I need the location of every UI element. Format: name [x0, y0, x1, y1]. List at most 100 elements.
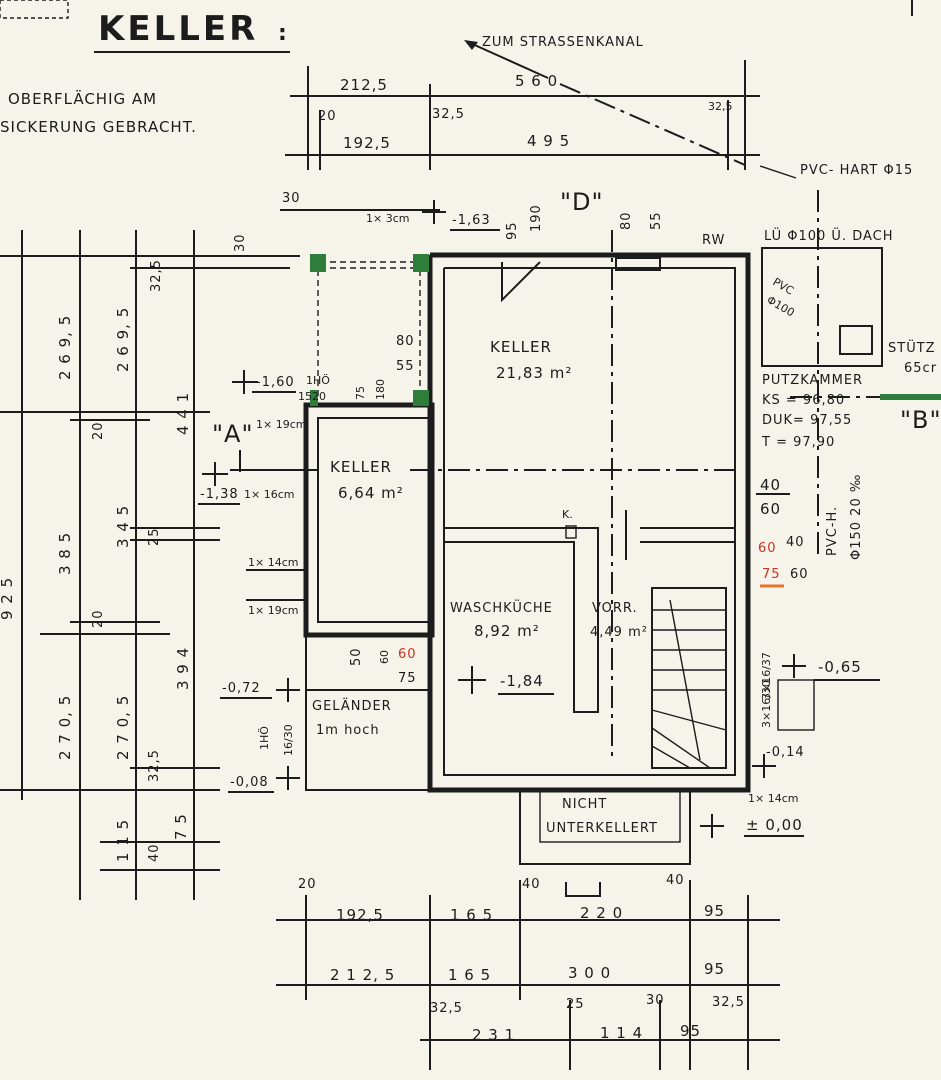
stair-treads — [651, 599, 727, 769]
dim-55a: 55 — [649, 211, 664, 230]
dim-60e: 60 — [398, 647, 417, 662]
opening-hoe1v: 1520 — [298, 390, 326, 403]
level-160: -1,60 — [256, 375, 295, 390]
wall-small-keller-inner — [317, 417, 431, 623]
dim-20: 20 — [318, 109, 337, 124]
dim-b-114: 1 1 4 — [600, 1024, 643, 1042]
room-keller-small: KELLER — [330, 458, 392, 476]
dim-2705b: 2 7 0, 5 — [114, 695, 132, 760]
dim-325b: 32,5 — [708, 100, 733, 113]
t-label: T = 97,90 — [761, 435, 835, 450]
mark-k: K. — [562, 508, 573, 521]
duk-label: DUK= 97,55 — [762, 413, 852, 428]
dim-75-left: 7 5 — [172, 813, 190, 840]
stuetz-val: 65cr — [904, 361, 937, 376]
nicht-label: NICHT — [562, 797, 607, 812]
level-marker — [202, 200, 806, 838]
dim-190: 190 — [529, 204, 544, 232]
dim-345: 3 4 5 — [114, 505, 132, 548]
green-marker — [413, 254, 429, 272]
opening-1x3: 1× 3cm — [366, 212, 409, 225]
dim-b-2125: 2 1 2, 5 — [330, 966, 395, 984]
dim-40b: 40 — [786, 535, 805, 550]
stair-v2: 3×16/30 — [760, 680, 773, 728]
stair-outside — [777, 679, 815, 731]
unterkellert-label: UNTERKELLERT — [546, 821, 658, 836]
dim-325-left: 32,5 — [149, 259, 164, 292]
dim-b-231: 2 3 1 — [472, 1026, 515, 1044]
dim-30-left: 30 — [233, 233, 248, 252]
level-065: -0,65 — [818, 658, 862, 676]
wall-divider-2 — [640, 527, 736, 543]
dim-30: 30 — [282, 191, 301, 206]
wall-outer — [427, 252, 751, 793]
level-072: -0,72 — [222, 681, 261, 696]
level-184: -1,84 — [500, 672, 544, 690]
flue — [615, 257, 661, 271]
dim-40a: 40 — [760, 476, 781, 494]
dim-560: 5 6 0 — [515, 72, 558, 90]
dim-2125: 212,5 — [340, 76, 388, 94]
dim-b-95c: 95 — [680, 1022, 701, 1040]
dim-325a: 32,5 — [432, 107, 465, 122]
dim-2695a: 2 6 9, 5 — [56, 315, 74, 380]
room-vorr-area: 4,49 m² — [590, 625, 648, 640]
page-title: KELLER — [98, 9, 258, 49]
dim-75c: 75 — [398, 671, 417, 686]
dim-2705a: 2 7 0, 5 — [56, 695, 74, 760]
opening-hoe1: 1HÖ — [306, 374, 330, 387]
dim-55b: 55 — [396, 359, 415, 374]
dim-60c: 60 — [790, 567, 809, 582]
opening-1x19b: 1× 19cm — [248, 604, 298, 617]
level-138: -1,38 — [200, 487, 239, 502]
title-colon: : — [278, 21, 290, 46]
dim-115: 1 1 5 — [114, 819, 132, 862]
dim-75a: 75 — [354, 386, 367, 400]
dim-b-95b: 95 — [704, 960, 725, 978]
k-box — [565, 525, 577, 539]
dim-b-40b: 40 — [666, 873, 685, 888]
gelaender-2: 1m hoch — [316, 723, 380, 738]
corner-box — [0, 0, 69, 19]
sewer-line — [559, 83, 746, 166]
mark-a: "A" — [212, 420, 254, 448]
dim-20b-left: 20 — [91, 609, 106, 628]
wall-inner — [443, 267, 736, 776]
dim-b-325a: 32,5 — [430, 1001, 463, 1016]
pvc-hart-label: PVC- HART Φ15 — [800, 163, 913, 178]
green-marker — [310, 390, 318, 406]
level-014: -0,14 — [766, 745, 805, 760]
dim-925: 9 2 5 — [0, 577, 16, 620]
dim-394: 3 9 4 — [174, 647, 192, 690]
dim-b-30: 30 — [646, 993, 665, 1008]
dim-b-95a: 95 — [704, 902, 725, 920]
dim-b-25: 25 — [566, 997, 585, 1012]
dim-b-40a: 40 — [522, 877, 541, 892]
dim-b-1925: 192,5 — [336, 906, 384, 924]
dim-b-165: 1 6 5 — [450, 906, 493, 924]
pvc-h-label: PVC-H. — [825, 506, 840, 556]
wall-hall — [305, 635, 430, 791]
staircase — [651, 587, 727, 769]
dim-75b: 75 — [762, 567, 781, 582]
opening-1x19a: 1× 19cm — [256, 418, 306, 431]
green-marker — [413, 390, 429, 406]
strassenkanal-arrow — [467, 41, 549, 79]
wall-small-keller-outer — [303, 402, 435, 638]
pvc-hart-leader — [759, 165, 797, 179]
pvc-h2-label: Φ150 20 ‰ — [849, 474, 864, 560]
pvc100-b: Φ100 — [765, 293, 797, 319]
dim-441: 4 4 1 — [174, 392, 192, 435]
u-symbol — [565, 882, 601, 897]
chimney — [501, 261, 541, 303]
annex-inner — [539, 789, 681, 843]
dim-b-300: 3 0 0 — [568, 964, 611, 982]
dim-2695b: 2 6 9, 5 — [114, 307, 132, 372]
putzkammer-inner — [839, 325, 873, 355]
arrow-head — [464, 40, 478, 50]
dim-385: 3 8 5 — [56, 532, 74, 575]
green-marker — [310, 254, 326, 272]
dim-80a: 80 — [619, 211, 634, 230]
note-line-2: SICKERUNG GEBRACHT. — [0, 118, 197, 136]
